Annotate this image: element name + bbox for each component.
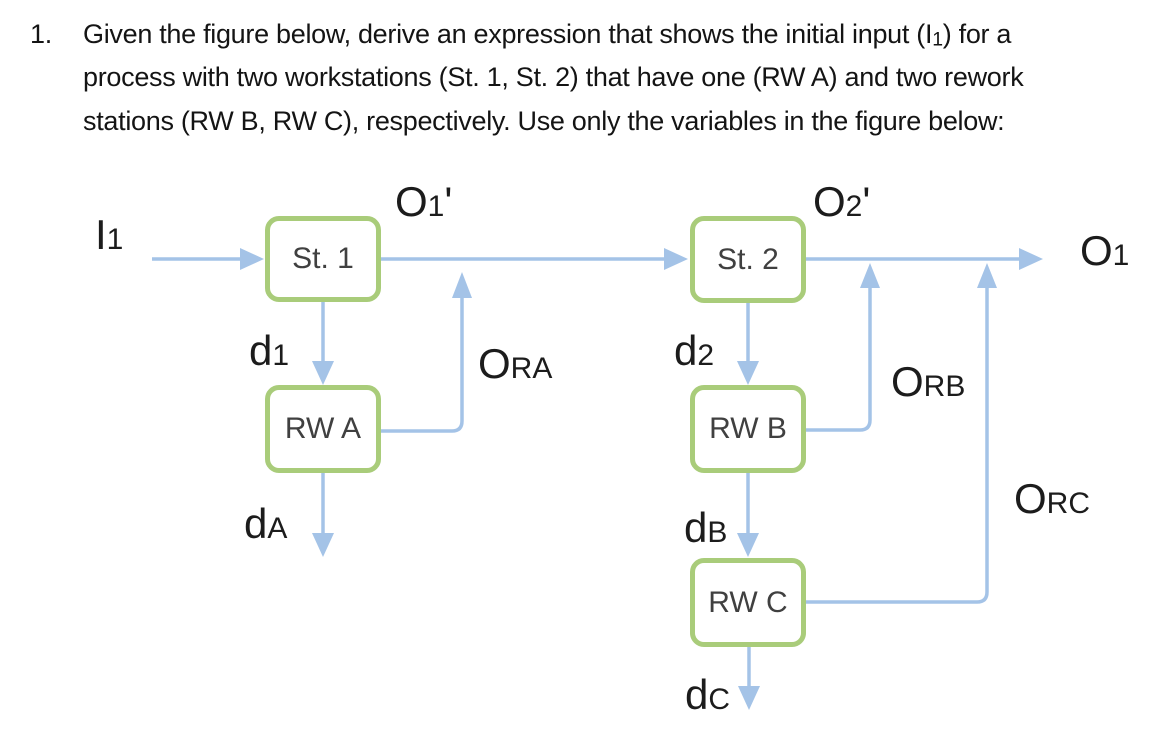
arrow-st2-to-output	[806, 248, 1043, 270]
arrowhead-down-icon	[312, 533, 334, 557]
arrowhead-up-icon	[977, 263, 997, 288]
arrow-rwa-scrap-da	[312, 473, 334, 557]
station-1-box: St. 1	[265, 216, 381, 302]
arrow-rwc-scrap-dc	[738, 647, 760, 710]
rework-c-box: RW C	[690, 558, 806, 647]
rework-a-box: RW A	[265, 385, 381, 473]
arrowhead-down-icon	[312, 361, 334, 385]
rework-a-label: RW A	[284, 412, 362, 445]
station-1-label: St. 1	[292, 242, 354, 275]
label-db: dB	[684, 504, 728, 551]
arrow-rwb-to-rwc-db	[737, 473, 759, 557]
arrow-rwc-rework-return-orc	[806, 263, 997, 604]
label-ora: ORA	[478, 340, 553, 387]
arrowhead-right-icon	[664, 248, 688, 270]
arrowhead-up-icon	[860, 263, 880, 288]
question-line-3: stations (RW B, RW C), respectively. Use…	[83, 105, 1005, 136]
question-line-2: process with two workstations (St. 1, St…	[83, 62, 1024, 93]
arrowhead-up-icon	[452, 272, 472, 298]
question-text: Given the figure below, derive an expres…	[83, 15, 1024, 145]
label-orc: ORC	[1014, 475, 1091, 522]
rework-b-box: RW B	[690, 385, 806, 473]
arrowhead-down-icon	[737, 361, 759, 385]
question-number: 1.	[30, 19, 52, 49]
arrowhead-right-icon	[240, 248, 264, 270]
station-2-label: St. 2	[717, 242, 779, 276]
arrow-st2-to-rwb-d2	[737, 303, 759, 385]
label-orb: ORB	[891, 358, 966, 405]
arrow-rwb-rework-return-orb	[806, 263, 880, 432]
label-dc: dC	[685, 671, 731, 718]
label-d1: d1	[249, 327, 290, 374]
label-o2-prime: O2'	[813, 178, 871, 225]
station-2-box: St. 2	[690, 216, 806, 303]
question-line-1: Given the figure below, derive an expres…	[83, 19, 1012, 51]
label-i1: I1	[95, 211, 124, 258]
arrow-rwa-rework-return-ora	[381, 272, 472, 433]
rework-c-label: RW C	[708, 585, 788, 619]
arrowhead-down-icon	[738, 686, 760, 710]
label-d2: d2	[674, 327, 715, 374]
label-o1-prime: O1'	[395, 178, 453, 225]
arrow-st1-to-rwa-d1	[312, 302, 334, 385]
label-o1: O1	[1080, 227, 1130, 274]
arrowhead-right-icon	[1019, 248, 1043, 270]
rework-b-label: RW B	[709, 412, 787, 445]
label-da: dA	[244, 500, 288, 547]
arrow-st1-to-st2	[381, 248, 688, 270]
arrowhead-down-icon	[737, 533, 759, 557]
inline-subscript: 1	[932, 28, 943, 51]
arrow-input-to-st1	[152, 248, 264, 270]
